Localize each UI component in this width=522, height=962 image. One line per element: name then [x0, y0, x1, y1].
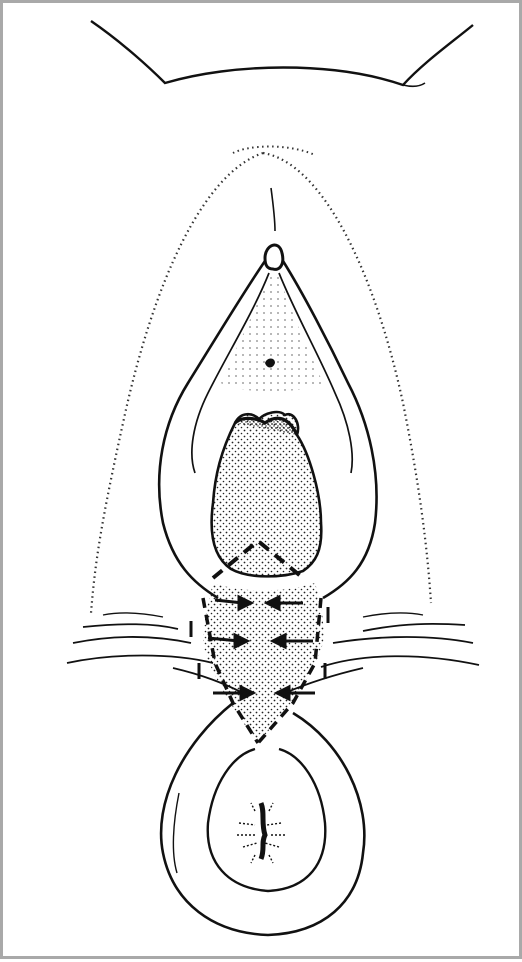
abdomen-contour: [91, 21, 473, 85]
clitoris: [265, 245, 283, 269]
vaginal-introitus: [212, 412, 322, 576]
perianal-inner: [208, 749, 326, 891]
clitoral-hood-line: [271, 188, 275, 231]
vestibule-stipple: [221, 275, 323, 391]
thigh-fold-right: [321, 624, 479, 667]
anatomical-line-drawing: [3, 3, 522, 962]
anus: [237, 803, 285, 863]
abdomen-crease: [403, 83, 425, 86]
perineal-body: [203, 583, 324, 743]
